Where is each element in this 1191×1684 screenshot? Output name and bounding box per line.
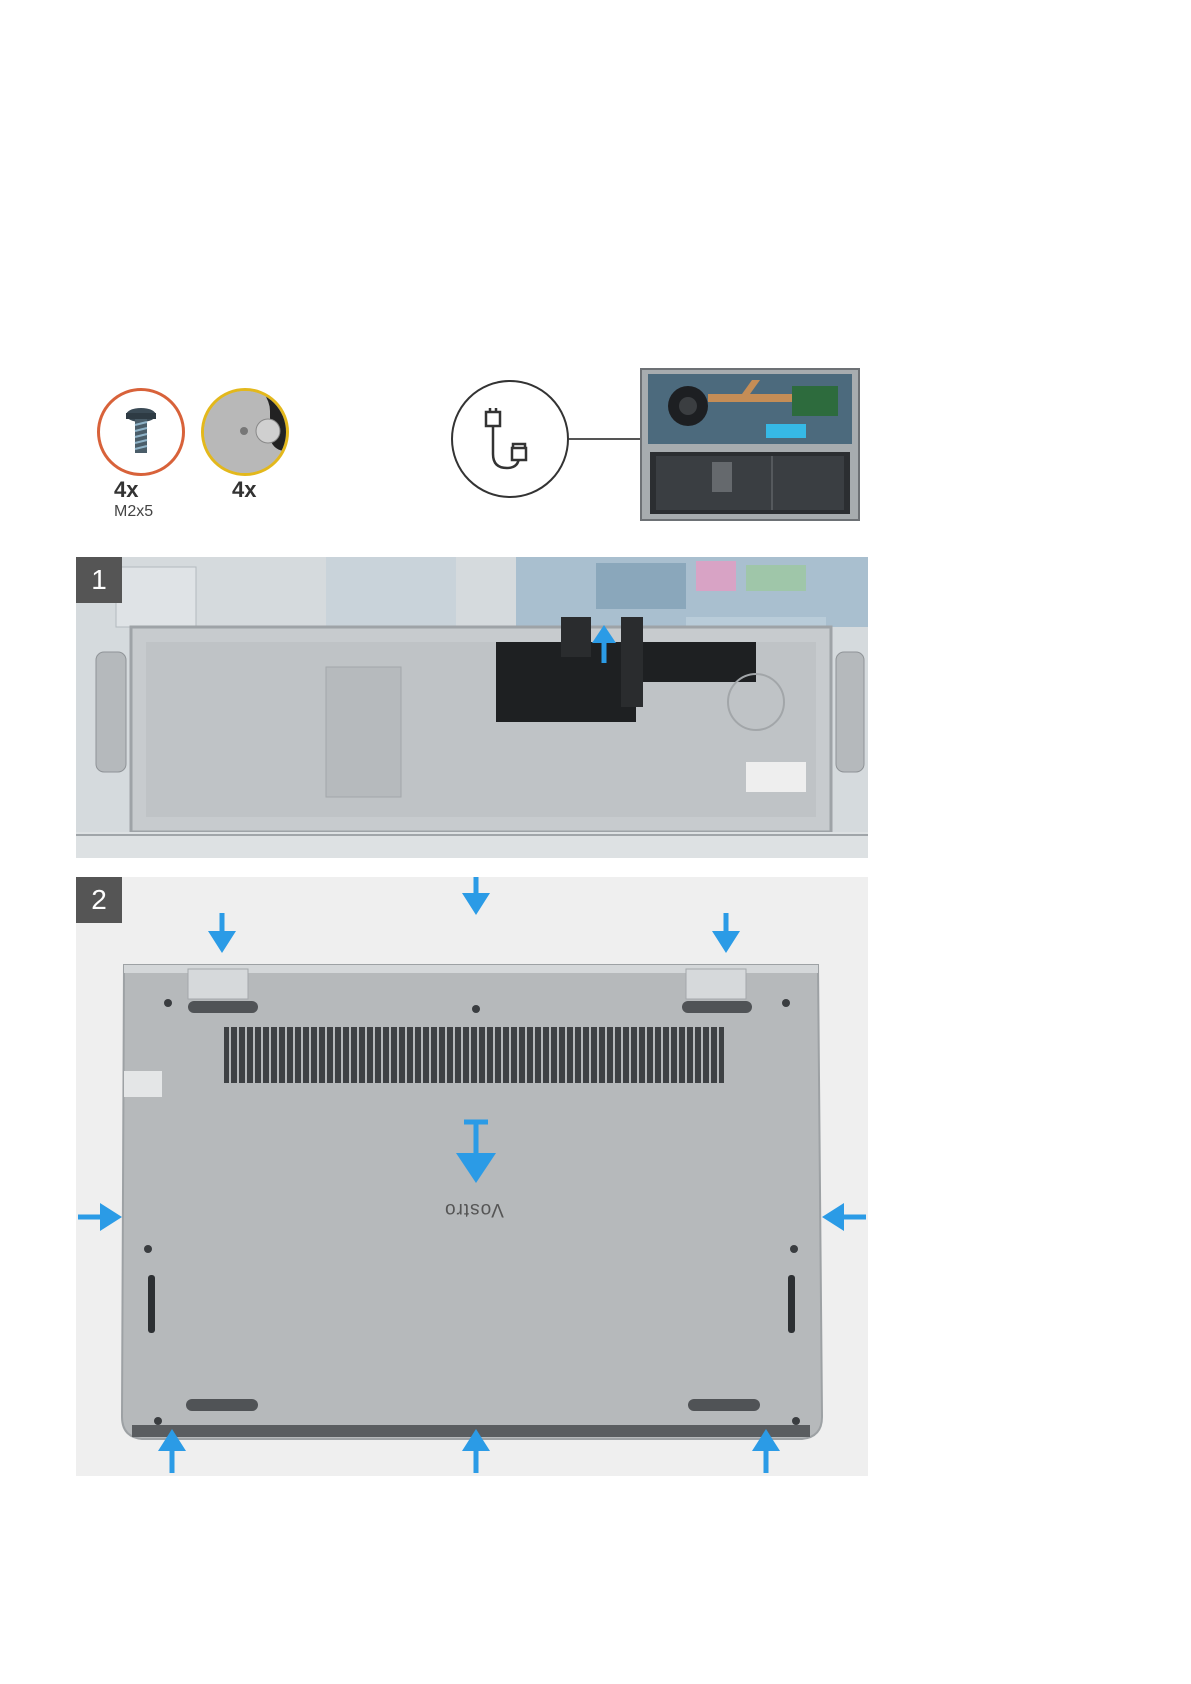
arrow-down-icon — [712, 913, 740, 953]
step-1-panel: 1 — [76, 557, 868, 858]
arrow-down-icon — [462, 877, 490, 915]
vostro-logo-text: Vostro — [444, 1198, 504, 1220]
arrow-left-icon — [822, 1203, 866, 1231]
step-number-badge: 1 — [76, 557, 122, 603]
arrow-down-icon — [208, 913, 236, 953]
step-2-panel: Vostro 2 — [76, 877, 868, 1476]
motherboard-battery-illustration — [642, 370, 858, 519]
cap-quantity: 4x — [232, 477, 256, 503]
laptop-interior-thumbnail — [640, 368, 860, 521]
cable-symbol — [451, 380, 569, 498]
screw-icon — [100, 391, 182, 473]
arrow-right-icon — [78, 1203, 122, 1231]
cap-callout — [201, 388, 289, 476]
cable-connector-icon — [453, 382, 567, 496]
base-cover-illustration — [76, 877, 868, 1476]
captive-screw-icon — [204, 391, 286, 473]
step-number-badge: 2 — [76, 877, 122, 923]
screw-callout — [97, 388, 185, 476]
screw-quantity: 4x — [114, 477, 138, 503]
screw-spec: M2x5 — [114, 503, 153, 521]
battery-cable-illustration — [76, 557, 868, 858]
